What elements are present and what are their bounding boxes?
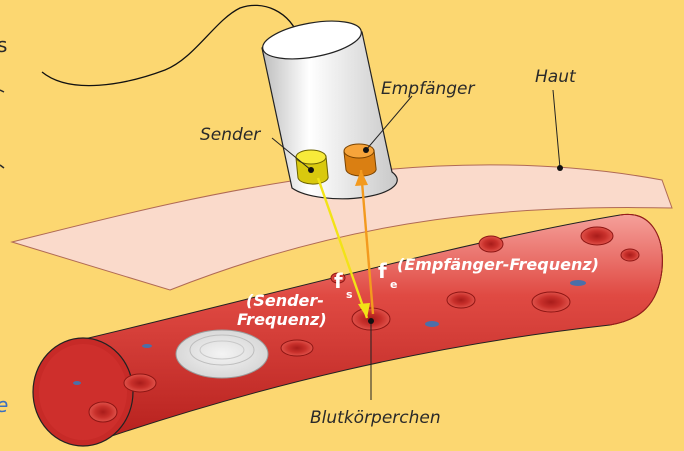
label-haut: Haut <box>535 67 577 87</box>
white-blood-cell <box>176 330 268 378</box>
edge-tick <box>0 90 4 92</box>
label-blutkoerperchen: Blutkörperchen <box>310 408 441 428</box>
red-blood-cell <box>581 227 613 245</box>
probe-cable <box>42 5 300 85</box>
edge-letter-bottom: e <box>0 393 8 417</box>
sender-transducer <box>296 150 328 184</box>
label-fs-sub: s <box>346 288 353 301</box>
red-blood-cell <box>479 236 503 252</box>
red-blood-cell <box>447 292 475 308</box>
red-blood-cell <box>532 292 570 312</box>
label-fs-main: f <box>334 269 343 293</box>
edge-tick <box>0 165 4 168</box>
label-sender-frequenz-line1: (Sender- <box>246 291 324 310</box>
red-blood-cell <box>281 340 313 356</box>
leader-haut <box>553 90 560 168</box>
label-fe-sub: e <box>390 278 397 291</box>
red-blood-cell <box>89 402 117 422</box>
label-empfaenger-frequenz: (Empfänger-Frequenz) <box>397 255 599 274</box>
label-sender-frequenz-line2: Frequenz) <box>237 310 327 329</box>
label-fe-main: f <box>378 259 387 283</box>
label-sender: Sender <box>200 125 261 145</box>
red-blood-cell <box>124 374 156 392</box>
red-blood-cell <box>621 249 639 261</box>
label-empfaenger: Empfänger <box>381 79 476 99</box>
ultrasound-probe <box>260 15 397 199</box>
edge-letter-top: s <box>0 33 7 57</box>
